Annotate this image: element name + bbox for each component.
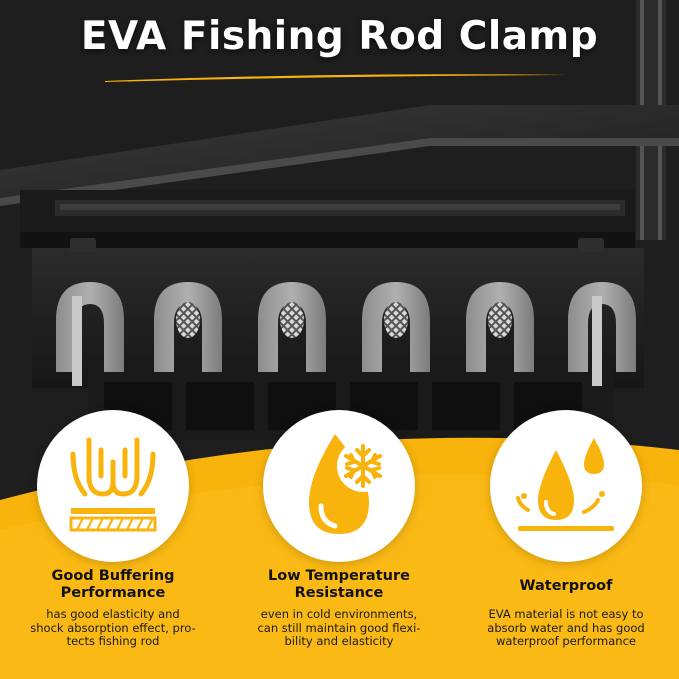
- title-underline: [105, 74, 570, 82]
- feature-desc-line: can still maintain good flexi-: [257, 620, 421, 635]
- feature-desc-line: tects fishing rod: [66, 634, 160, 648]
- feature-title: Waterproof: [453, 578, 679, 595]
- feature-desc-line: bility and elasticity: [284, 634, 394, 648]
- feature-desc-line: even in cold environments,: [260, 607, 418, 621]
- feature-title-line: Performance: [60, 585, 166, 601]
- snowflake-drop-icon: [309, 434, 389, 534]
- feature-title-line: Good Buffering: [51, 568, 175, 584]
- feature-title-line: Resistance: [294, 585, 384, 601]
- buffering-icon: [69, 437, 157, 532]
- feature-description: EVA material is not easy to absorb water…: [457, 607, 675, 649]
- feature-desc-line: has good elasticity and: [46, 607, 180, 621]
- feature-circle: [37, 410, 189, 562]
- feature-title-line: Low Temperature: [268, 568, 410, 584]
- feature-title: Good Buffering Performance: [0, 568, 226, 602]
- feature-desc-line: waterproof performance: [496, 634, 636, 648]
- feature-title-line: Waterproof: [519, 578, 613, 594]
- feature-title: Low Temperature Resistance: [226, 568, 452, 602]
- feature-desc-line: EVA material is not easy to: [488, 607, 644, 621]
- water-drops-icon: [516, 438, 614, 531]
- feature-desc-line: absorb water and has good: [487, 620, 645, 635]
- feature-circle: [263, 410, 415, 562]
- feature-desc-line: shock absorption effect, pro-: [30, 620, 196, 635]
- feature-description: even in cold environments, can still mai…: [230, 607, 448, 649]
- page-title: EVA Fishing Rod Clamp: [80, 14, 599, 59]
- feature-description: has good elasticity and shock absorption…: [4, 607, 222, 649]
- feature-circle: [490, 410, 642, 562]
